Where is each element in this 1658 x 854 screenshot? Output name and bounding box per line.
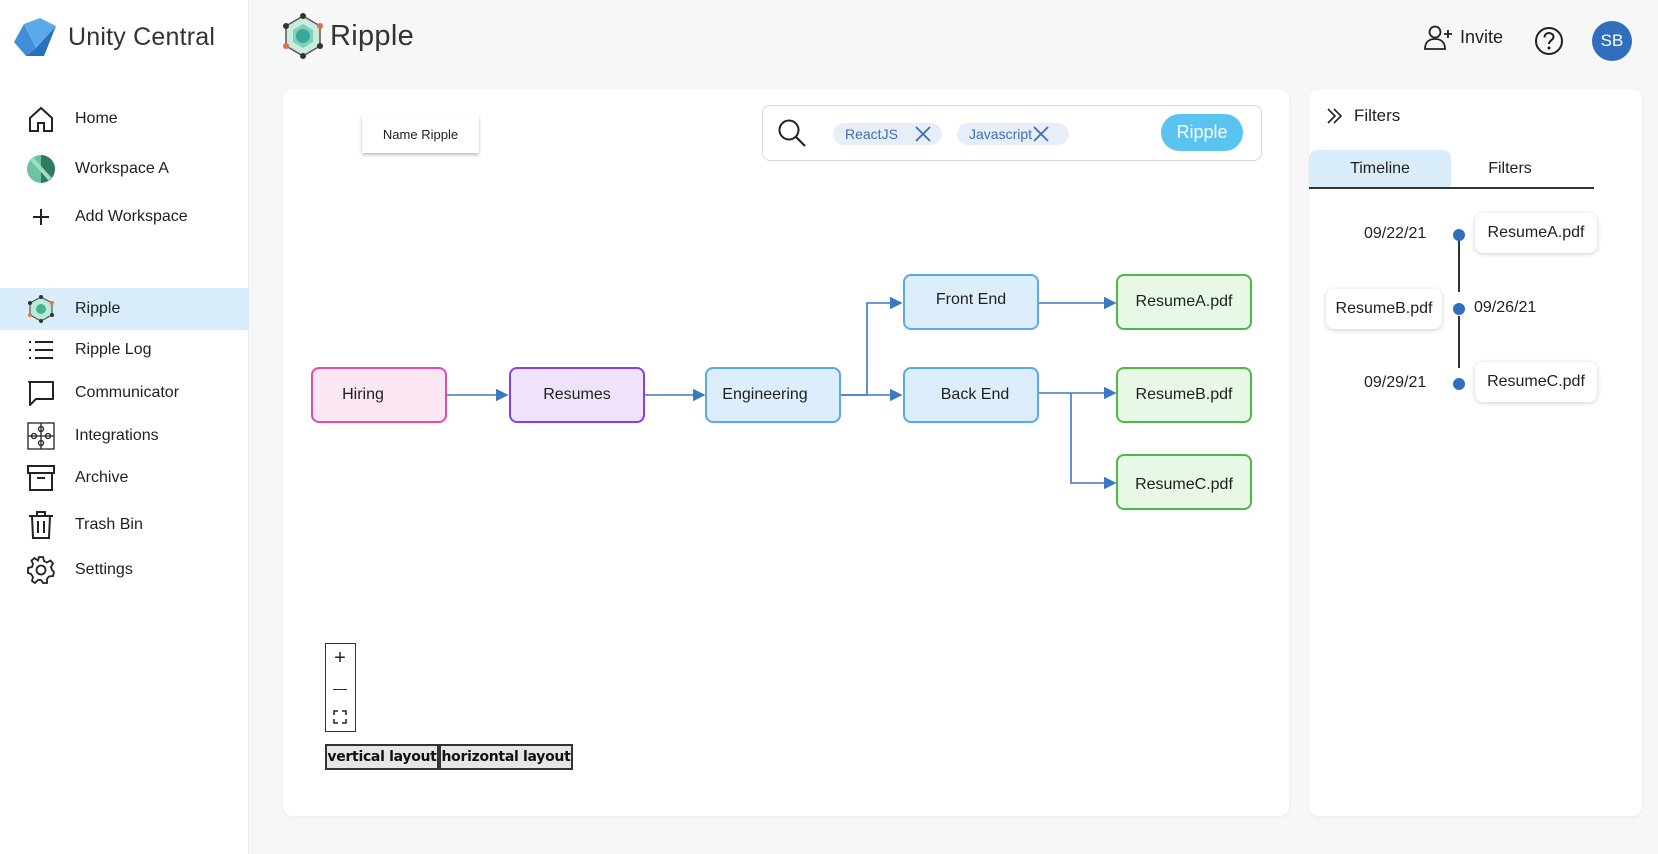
timeline-connector [1458, 316, 1460, 368]
chip-label: ReactJS [845, 126, 898, 142]
search-chip[interactable]: ReactJS [833, 123, 942, 145]
timeline-connector [1458, 240, 1460, 292]
sidebar-item-label: Communicator [75, 384, 180, 401]
list-icon [26, 335, 56, 365]
timeline-file[interactable]: ResumeB.pdf [1326, 289, 1442, 329]
node-back-end[interactable]: Back End [903, 367, 1039, 423]
chat-icon [26, 378, 56, 408]
node-label: ResumeC.pdf [1135, 476, 1233, 493]
sidebar-item-communicator[interactable]: Communicator [0, 372, 249, 414]
filters-panel-title: Filters [1354, 106, 1401, 125]
node-resumes[interactable]: Resumes [509, 367, 645, 423]
sidebar: Unity Central Home Workspace A Add Works… [0, 0, 249, 854]
node-label: Engineering [722, 386, 808, 403]
ripple-canvas [283, 89, 1289, 816]
timeline-dot [1453, 378, 1465, 390]
remove-chip-icon[interactable] [1032, 125, 1050, 143]
filters-panel-toggle[interactable]: Filters [1326, 106, 1400, 126]
sidebar-item-integrations[interactable]: Integrations [0, 415, 249, 457]
sidebar-item-trash-bin[interactable]: Trash Bin [0, 504, 249, 546]
help-icon[interactable] [1534, 26, 1564, 56]
tab-timeline[interactable]: Timeline [1309, 150, 1451, 188]
workspace-icon [26, 154, 56, 184]
zoom-in-button[interactable]: + [334, 647, 346, 669]
sidebar-item-label: Home [75, 110, 118, 127]
chip-label: Javascript [969, 126, 1033, 142]
horizontal-layout-button[interactable]: horizontal layout [439, 744, 573, 770]
node-hiring[interactable]: Hiring [311, 367, 447, 423]
double-chevron-right-icon [1327, 108, 1343, 124]
sidebar-item-settings[interactable]: Settings [0, 549, 249, 591]
zoom-controls: + — [325, 643, 356, 732]
node-label: ResumeB.pdf [1135, 386, 1233, 403]
fullscreen-icon [333, 709, 347, 724]
unity-central-logo [14, 18, 56, 56]
timeline-date: 09/22/21 [1364, 225, 1427, 242]
timeline-file[interactable]: ResumeC.pdf [1475, 362, 1597, 402]
invite-button[interactable]: Invite [1424, 24, 1503, 50]
trash-icon [26, 510, 56, 540]
app-title-label: Ripple [330, 19, 415, 52]
brand-name: Unity Central [68, 22, 216, 51]
sidebar-item-workspace-a[interactable]: Workspace A [0, 148, 249, 190]
ripple-search-button[interactable]: Ripple [1161, 114, 1243, 151]
avatar[interactable]: SB [1592, 21, 1632, 61]
brand[interactable]: Unity Central [14, 18, 215, 56]
timeline-dot [1453, 229, 1465, 241]
add-user-icon [1424, 25, 1452, 50]
search-icon[interactable] [777, 118, 807, 148]
sidebar-item-label: Settings [75, 561, 133, 578]
remove-chip-icon[interactable] [914, 125, 932, 143]
ripple-icon [26, 294, 56, 324]
timeline-date: 09/29/21 [1364, 374, 1427, 391]
sidebar-item-ripple[interactable]: Ripple [0, 288, 249, 330]
node-label: Resumes [543, 386, 611, 403]
sidebar-item-label: Integrations [75, 427, 159, 444]
page-title: Ripple [282, 12, 414, 60]
puzzle-icon [26, 421, 56, 451]
sidebar-item-label: Ripple Log [75, 341, 152, 358]
node-resume-b[interactable]: ResumeB.pdf [1116, 367, 1252, 423]
filters-panel [1309, 89, 1642, 816]
sidebar-item-ripple-log[interactable]: Ripple Log [0, 329, 249, 371]
search-bar[interactable]: ReactJS Javascript Ripple [762, 105, 1262, 161]
sidebar-item-label: Ripple [75, 300, 121, 317]
sidebar-item-label: Trash Bin [75, 516, 143, 533]
name-ripple-button[interactable]: Name Ripple [362, 115, 479, 153]
timeline-dot [1453, 303, 1465, 315]
node-label: ResumeA.pdf [1135, 293, 1233, 310]
timeline-date: 09/26/21 [1474, 299, 1537, 316]
node-resume-c[interactable]: ResumeC.pdf [1116, 454, 1252, 510]
node-label: Back End [940, 386, 1010, 403]
search-chip[interactable]: Javascript [957, 123, 1069, 145]
vertical-layout-button[interactable]: vertical layout [325, 744, 439, 770]
invite-label: Invite [1460, 26, 1504, 47]
sidebar-item-archive[interactable]: Archive [0, 457, 249, 499]
gear-icon [26, 555, 56, 585]
tab-underline [1309, 187, 1594, 189]
tab-filters[interactable]: Filters [1488, 160, 1532, 177]
sidebar-item-label: Archive [75, 469, 129, 486]
ripple-logo-icon [283, 13, 323, 59]
node-front-end[interactable]: Front End [903, 274, 1039, 330]
timeline-file[interactable]: ResumeA.pdf [1475, 213, 1597, 253]
home-icon [26, 104, 56, 134]
node-engineering[interactable]: Engineering [705, 367, 841, 423]
node-resume-a[interactable]: ResumeA.pdf [1116, 274, 1252, 330]
node-label: Front End [935, 291, 1007, 308]
sidebar-item-label: Add Workspace [75, 208, 188, 225]
archive-icon [26, 463, 56, 493]
zoom-out-button[interactable]: — [333, 679, 347, 696]
sidebar-item-label: Workspace A [75, 160, 169, 177]
sidebar-item-home[interactable]: Home [0, 98, 249, 140]
node-label: Hiring [342, 386, 384, 403]
sidebar-item-add-workspace[interactable]: Add Workspace [0, 196, 249, 238]
plus-icon [26, 202, 56, 232]
fit-view-button[interactable] [326, 702, 354, 731]
